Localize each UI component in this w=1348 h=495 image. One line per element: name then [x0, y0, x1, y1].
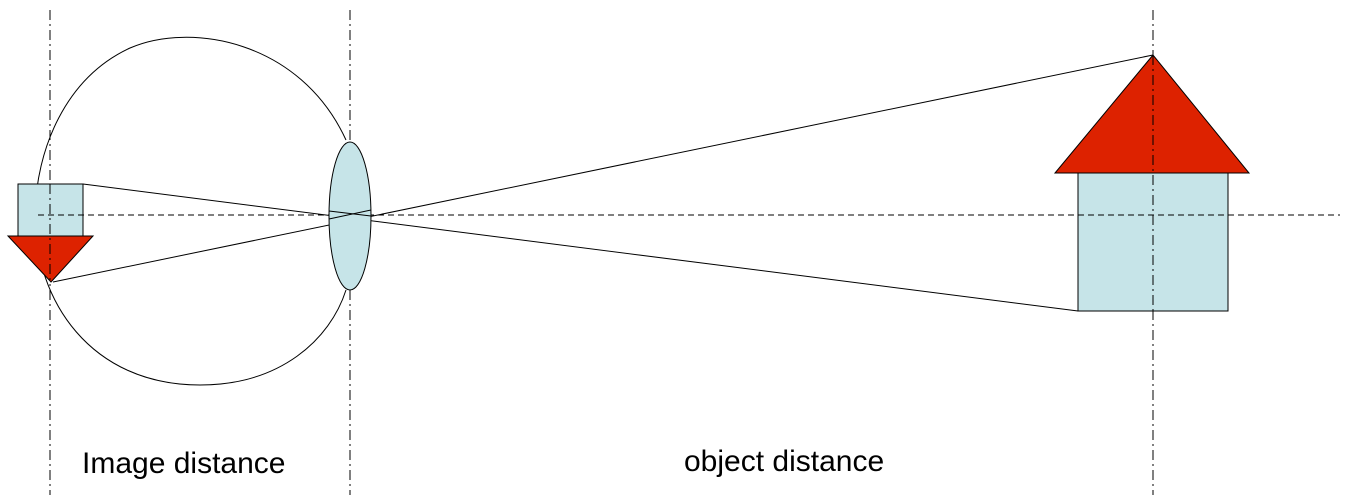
image-distance-label: Image distance [82, 447, 285, 480]
object-distance-label: object distance [684, 445, 884, 478]
house-object [1053, 54, 1251, 312]
ray-overlay-1 [328, 209, 372, 220]
ray-overlay-2 [328, 210, 372, 217]
lens [328, 141, 372, 291]
rays [52, 54, 1154, 312]
ray-base-to-image-top [82, 183, 1079, 312]
reference-lines [49, 10, 1154, 495]
overlay-lines [38, 55, 1228, 311]
ray-top-to-tip [52, 54, 1154, 283]
house-roof [1053, 54, 1251, 174]
